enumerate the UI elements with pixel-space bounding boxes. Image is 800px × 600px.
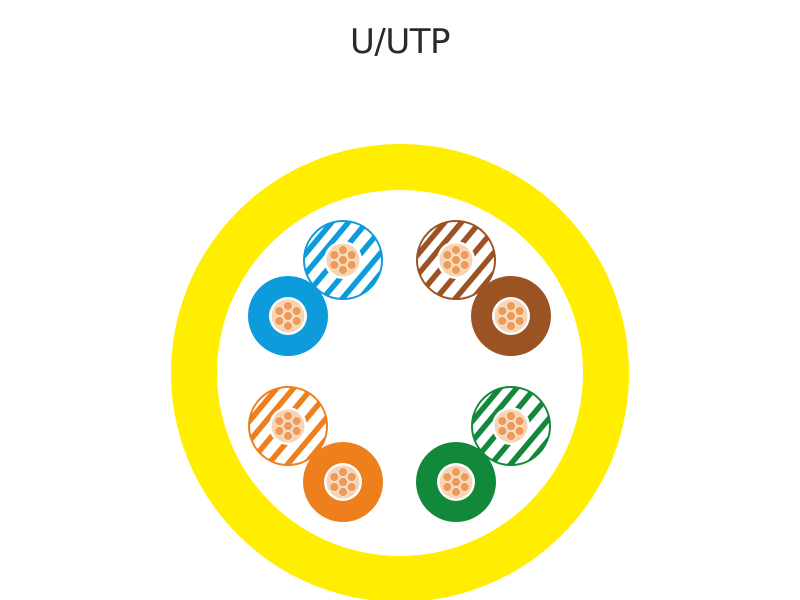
- conductor-green-white-striped: [471, 386, 551, 466]
- copper-strands: [326, 465, 360, 499]
- copper-strands: [326, 243, 360, 277]
- copper-strands: [439, 465, 473, 499]
- twisted-pair-brown: [416, 220, 551, 356]
- twisted-pair-blue: [248, 220, 383, 356]
- conductor-brown-solid: [471, 276, 551, 356]
- copper-strands: [494, 299, 528, 333]
- twisted-pair-green: [416, 386, 551, 522]
- conductor-blue-white-striped: [303, 220, 383, 300]
- copper-strands: [271, 409, 305, 443]
- conductor-green-solid: [416, 442, 496, 522]
- cable-jacket: [171, 144, 629, 600]
- cable-type-title: U/UTP: [350, 22, 451, 62]
- conductor-blue-solid: [248, 276, 328, 356]
- conductor-orange-solid: [303, 442, 383, 522]
- copper-strands: [439, 243, 473, 277]
- copper-strands: [494, 409, 528, 443]
- copper-strands: [271, 299, 305, 333]
